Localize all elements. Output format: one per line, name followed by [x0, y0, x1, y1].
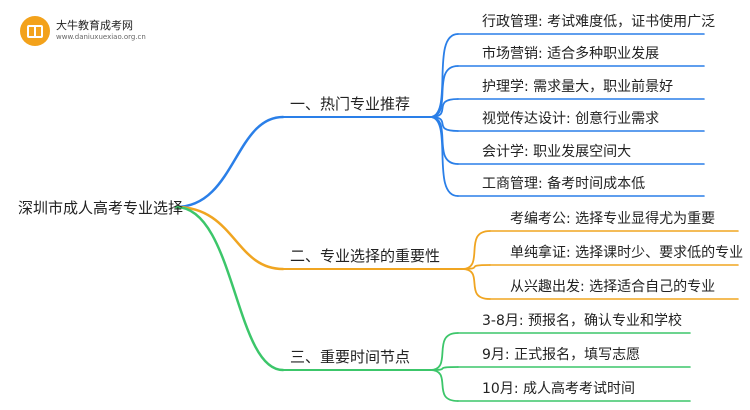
leaf-label: 会计学: 职业发展空间大: [482, 144, 631, 160]
leaf-label: 考编考公: 选择专业显得尤为重要: [510, 210, 715, 227]
root-branch-connector: [174, 115, 285, 209]
leaf-label: 10月: 成人高考考试时间: [482, 380, 635, 397]
leaf-connector: [429, 98, 459, 118]
leaf-label: 视觉传达设计: 创意行业需求: [482, 110, 659, 127]
leaf-label: 行政管理: 考试难度低，证书使用广泛: [482, 13, 715, 30]
leaf-label: 9月: 正式报名，填写志愿: [482, 347, 640, 363]
branch-label: 一、热门专业推荐: [290, 95, 410, 113]
leaf-label: 单纯拿证: 选择课时少、要求低的专业: [510, 244, 743, 261]
leaf-connector: [429, 116, 459, 197]
leaf-label: 护理学: 需求量大，职业前景好: [482, 78, 673, 95]
root-branch-connector: [174, 205, 285, 271]
branch-importance: 二、专业选择的重要性 考编考公: 选择专业显得尤为重要 单纯拿证: 选择课时少、…: [290, 210, 743, 295]
leaf-connector: [429, 33, 459, 118]
leaf-connector: [461, 264, 491, 270]
root-node-label: 深圳市成人高考专业选择: [18, 199, 183, 217]
leaf-label: 工商管理: 备考时间成本低: [482, 175, 645, 192]
leaf-connector: [461, 268, 491, 300]
branch-hot-majors: 一、热门专业推荐 行政管理: 考试难度低，证书使用广泛 市场营销: 适合多种职业…: [290, 13, 715, 192]
site-logo: 大牛教育成考网 www.daniuxuexiao.org.cn: [20, 14, 146, 48]
leaf-label: 从兴趣出发: 选择适合自己的专业: [510, 279, 715, 295]
leaf-connector: [461, 230, 491, 270]
leaf-connector: [429, 369, 459, 402]
root-branch-connector: [174, 205, 285, 372]
leaf-connector: [429, 332, 459, 371]
leaf-connector: [429, 116, 459, 165]
logo-name: 大牛教育成考网: [56, 19, 133, 32]
branch-timeline: 三、重要时间节点 3-8月: 预报名，确认专业和学校 9月: 正式报名，填写志愿…: [290, 312, 682, 397]
branch-label: 三、重要时间节点: [290, 348, 410, 366]
branch-label: 二、专业选择的重要性: [290, 247, 440, 265]
leaf-label: 市场营销: 适合多种职业发展: [482, 45, 659, 62]
leaf-connector: [429, 65, 459, 118]
logo-url: www.daniuxuexiao.org.cn: [56, 33, 146, 41]
leaf-label: 3-8月: 预报名，确认专业和学校: [482, 312, 682, 329]
book-icon: [20, 16, 50, 46]
